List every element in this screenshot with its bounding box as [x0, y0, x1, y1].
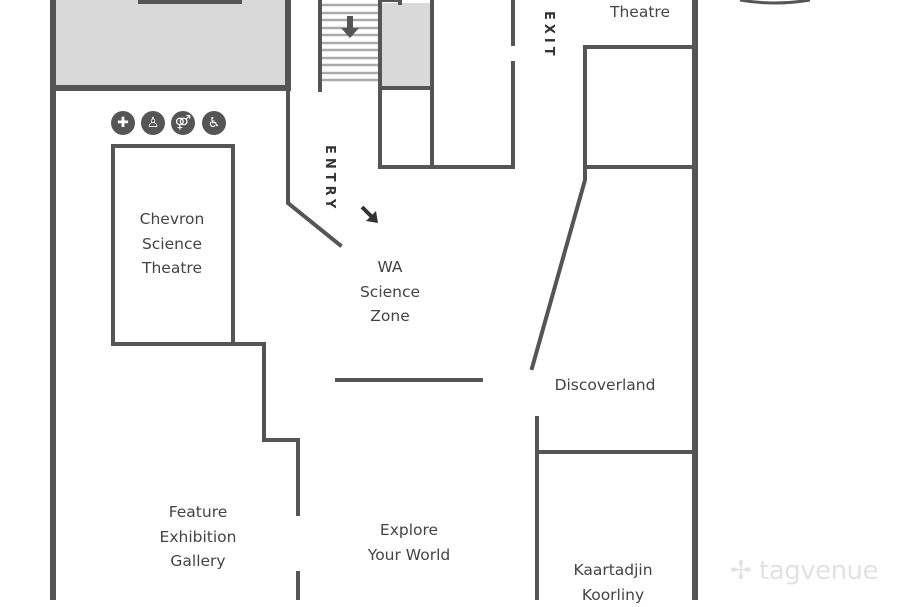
top-right-partial-shape — [740, 0, 810, 3]
label-line: Exhibition — [160, 525, 237, 550]
label-line: Koorliny — [573, 583, 652, 607]
label-line: Theatre — [140, 256, 205, 281]
label-line: Gallery — [160, 549, 237, 574]
label-line: Feature — [160, 500, 237, 525]
tagvenue-watermark: ✢ tagvenue — [730, 556, 878, 586]
room-label-feature-exhibition-gallery: Feature Exhibition Gallery — [160, 500, 237, 574]
shaded-room-small — [380, 3, 432, 88]
room-label-discoverland: Discoverland — [555, 373, 656, 398]
toilets-icon: ⚤ — [171, 111, 195, 135]
watermark-logo-icon: ✢ — [730, 556, 751, 586]
exit-sign: EXIT — [541, 11, 556, 60]
first-aid-icon: ✚ — [111, 111, 135, 135]
baby-change-icon: ♙ — [141, 111, 165, 135]
shaded-room-left — [53, 0, 288, 88]
room-label-wa-science-zone: WA Science Zone — [360, 255, 420, 329]
entry-sign: ENTRY — [322, 145, 337, 212]
room-label-explore-your-world: Explore Your World — [368, 518, 450, 567]
label-line: Science — [140, 232, 205, 257]
label-line: Chevron — [140, 207, 205, 232]
label-line: Science — [360, 280, 420, 305]
label-line: Zone — [360, 304, 420, 329]
label-line: Kaartadjin — [573, 558, 652, 583]
room-label-theatre: Theatre — [610, 0, 670, 25]
room-label-chevron-science-theatre: Chevron Science Theatre — [140, 207, 205, 281]
label-line: WA — [360, 255, 420, 280]
accessible-icon: ♿ — [202, 111, 226, 135]
label-line: Your World — [368, 543, 450, 568]
label-line: Explore — [368, 518, 450, 543]
entry-arrow-icon — [362, 207, 378, 223]
watermark-text: tagvenue — [759, 556, 878, 586]
